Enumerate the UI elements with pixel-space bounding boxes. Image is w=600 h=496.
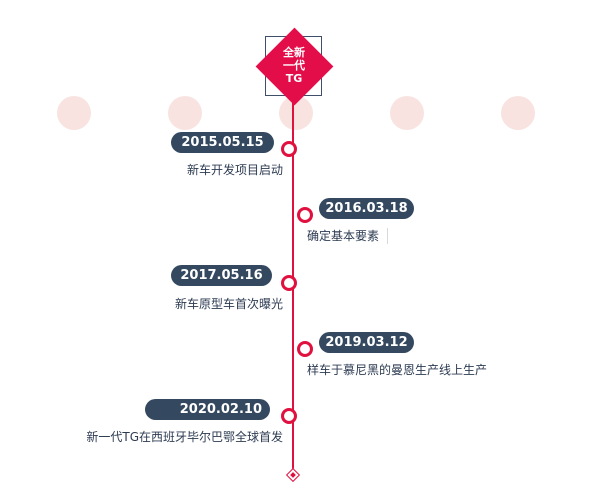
event-date-pill: 2019.03.12 [319,332,414,353]
event-date-pill: 2016.03.18 [319,198,414,219]
timeline-node [297,341,313,357]
header-line-2: 一代 [283,59,305,72]
timeline-header-badge: 全新 一代 TG [250,22,338,110]
event-description: 新车原型车首次曝光 [174,297,283,311]
timeline-node [281,141,297,157]
timeline-end-marker [285,467,301,483]
event-description: 样车于慕尼黑的曼恩生产线上生产 [307,363,488,377]
decor-circle [168,96,202,130]
event-date-pill: 2015.05.15 [171,132,274,153]
header-title: 全新 一代 TG [250,46,338,85]
decor-circle [501,96,535,130]
event-date-pill: 2017.05.16 [171,265,272,286]
header-line-3: TG [285,72,303,85]
timeline-node [281,408,297,424]
event-description: 确定基本要素 [307,228,389,244]
event-date-pill: 2020.02.10 [145,399,270,420]
decor-circle [57,96,91,130]
header-line-1: 全新 [283,46,305,59]
timeline-node [281,275,297,291]
decor-circle [390,96,424,130]
timeline-node [297,207,313,223]
event-description: 新一代TG在西班牙毕尔巴鄂全球首发 [86,430,283,444]
event-description: 新车开发项目启动 [186,163,283,177]
